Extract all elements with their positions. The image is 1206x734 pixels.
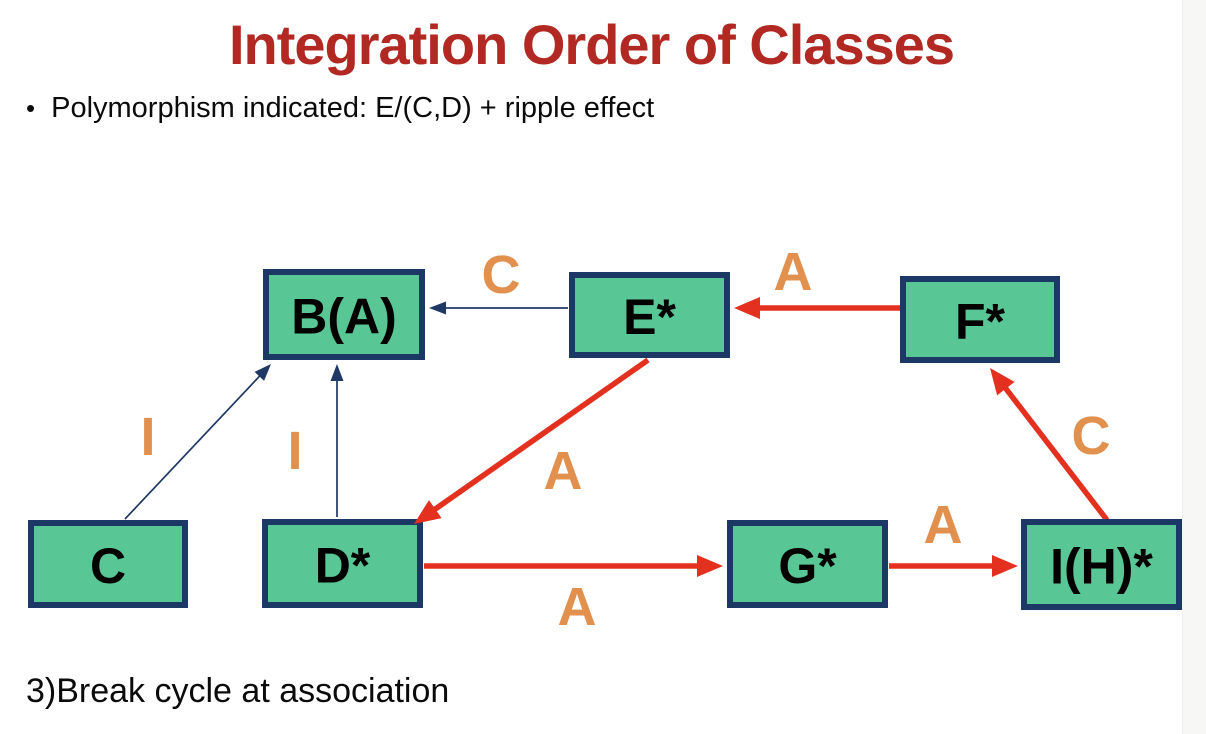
arrow-C-to-BA xyxy=(124,373,263,520)
class-box-G xyxy=(727,520,888,608)
arrowhead-G-to-I xyxy=(992,555,1018,577)
edge-label-D-G: A xyxy=(558,577,597,637)
edge-label-D-BA: I xyxy=(287,421,302,481)
class-box-label-I: I(H)* xyxy=(1050,539,1153,595)
class-box-label-G: G* xyxy=(778,538,837,594)
class-box-D xyxy=(262,519,423,608)
arrowhead-I-to-F xyxy=(990,368,1015,396)
arrowhead-F-to-E xyxy=(734,297,760,319)
edge-label-G-I: A xyxy=(924,495,963,555)
bullet-text: Polymorphism indicated: E/(C,D) + ripple… xyxy=(51,92,655,124)
arrowhead-D-to-BA xyxy=(330,364,344,381)
slide-edge-strip xyxy=(1182,0,1206,734)
class-box-label-E: E* xyxy=(623,289,676,345)
edge-label-F-E: A xyxy=(774,242,813,302)
class-box-label-F: F* xyxy=(955,294,1006,350)
class-box-C xyxy=(28,520,188,608)
class-box-E xyxy=(569,272,730,358)
arrowhead-C-to-BA xyxy=(254,364,271,381)
bullet-line: • Polymorphism indicated: E/(C,D) + ripp… xyxy=(26,92,654,125)
edge-label-I-F: C xyxy=(1072,406,1111,466)
class-box-I xyxy=(1021,519,1182,610)
arrowhead-E-to-D xyxy=(414,500,442,524)
class-box-label-C: C xyxy=(90,538,126,594)
class-box-label-D: D* xyxy=(315,538,371,594)
arrow-E-to-D xyxy=(431,357,650,514)
class-box-BA xyxy=(263,269,425,360)
edge-label-C-BA: I xyxy=(140,407,155,467)
class-box-label-BA: B(A) xyxy=(291,289,397,345)
arrowhead-E-to-BA xyxy=(429,301,446,315)
footer-note: 3)Break cycle at association xyxy=(26,672,450,710)
arrow-I-to-F xyxy=(1001,384,1110,522)
edge-label-E-BA: C xyxy=(482,245,521,305)
class-box-F xyxy=(900,276,1060,363)
arrowhead-D-to-G xyxy=(697,555,723,577)
bullet-icon: • xyxy=(26,93,36,123)
slide-title: Integration Order of Classes xyxy=(228,13,955,76)
edge-label-E-D: A xyxy=(544,441,583,501)
